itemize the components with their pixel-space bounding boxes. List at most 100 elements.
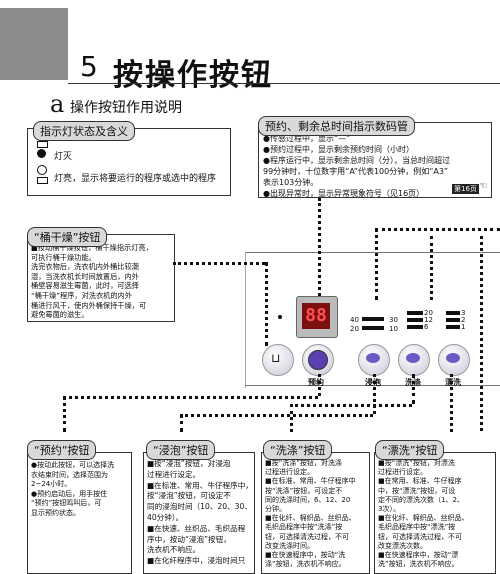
wash-bar — [407, 311, 423, 315]
rinse-line-12: 洗”按钮，洗衣机不响应。 — [378, 560, 459, 569]
tub-dry-title: “桶干燥”按钮 — [27, 227, 108, 247]
soak-button[interactable] — [358, 344, 390, 376]
connector-line — [430, 236, 433, 300]
reserve-line-5: “预约”按钮鸣叫后，可 — [31, 499, 102, 507]
rinse-bar — [446, 318, 460, 322]
wash-num-20: 20 — [424, 309, 433, 317]
dry-line-1: ■按动桶干燥按钮，桶干燥指示灯亮， — [31, 243, 153, 252]
timer-line-4: 99分钟时，十位数字用“A”代表100分钟，例如“A3” — [263, 167, 449, 176]
wash-line-12: 涤”按钮，洗衣机不响应。 — [265, 560, 346, 569]
dry-line-5: 桶壁容易滋生霉菌，此时，可选择 — [31, 281, 139, 291]
section-title: 按操作按钮 — [113, 58, 273, 93]
reserve-button[interactable] — [302, 344, 334, 376]
wash-icon — [406, 353, 420, 363]
soak-title: “浸泡”按钮 — [146, 440, 216, 460]
dry-line-4: 湿，当洗衣机长时间放置后，内外 — [31, 271, 139, 281]
connector-line — [173, 262, 265, 265]
wash-num-12: 12 — [424, 316, 433, 324]
section-number: 5 — [80, 50, 98, 83]
reserve-line-1: ●按动此按钮，可以选择洗 — [31, 461, 115, 469]
timer-line-2: ●预约过程中，显示剩余预约时间（小时） — [263, 145, 414, 154]
soak-line-3: ■在标准、常用、牛仔程序中， — [147, 480, 253, 490]
hand-pointer-icon: ☜ — [479, 181, 488, 192]
wash-line-8: 毛织品程序中按“洗涤”按 — [265, 523, 343, 532]
dry-line-8: 避免霉菌的滋生。 — [31, 310, 89, 320]
soak-line-5: 同的浸泡时间（10、20、30、 — [147, 502, 252, 512]
soak-line-4: 按“浸泡”按钮，可设定不 — [147, 491, 231, 501]
connector-line — [318, 198, 321, 296]
rinse-num-1: 1 — [461, 323, 466, 331]
indicator-on-label: 灯亮，显示将要运行的程序或选中的程序 — [54, 174, 217, 184]
rinse-line-3: ■在常用、标准、牛仔程序 — [378, 477, 462, 486]
level-30: 30 — [389, 316, 398, 324]
rinse-bar — [446, 311, 460, 315]
reserve-title: “预约”按钮 — [27, 440, 97, 460]
tub-dry-button[interactable]: ⊔ — [262, 344, 294, 376]
connector-line — [318, 374, 321, 396]
subsection-title: 操作按钮作用说明 — [70, 100, 182, 116]
subsection-letter: a — [50, 90, 65, 118]
soak-panel: ■按“浸泡”按钮，对浸泡 过程进行设定。 ■在标准、常用、牛仔程序中， 按“浸泡… — [143, 452, 255, 574]
digit-readout: 88 — [302, 303, 330, 329]
rinse-title: “漂洗”按钮 — [375, 440, 445, 460]
control-panel-bottom-line — [245, 385, 500, 386]
rinse-icon — [446, 353, 460, 363]
soak-line-6: 40分钟）。 — [147, 512, 184, 522]
timer-line-5: 表示103分钟。 — [263, 178, 319, 187]
rinse-num-2: 2 — [461, 316, 466, 324]
rinse-line-7: ■在化纤、棉织品、丝织品、 — [378, 514, 469, 523]
connector-line — [480, 236, 483, 431]
tub-dry-icon: ⊔ — [271, 351, 281, 365]
connector-line — [290, 404, 293, 432]
clock-icon — [308, 350, 328, 370]
wash-line-10: 改变洗涤时间。 — [265, 541, 314, 550]
dry-line-7: 桶进行风干，使内外桶保持干燥，可 — [31, 300, 147, 310]
rinse-line-6: 3次）。 — [378, 505, 400, 514]
header-decoration-block — [0, 8, 68, 80]
dry-line-3: 洗完衣物后，洗衣机内外桶比较潮 — [31, 262, 139, 272]
level-bar — [362, 317, 384, 321]
rinse-button[interactable] — [438, 344, 470, 376]
wash-title: “洗涤”按钮 — [263, 440, 333, 460]
tub-dry-panel: ■按动桶干燥按钮，桶干燥指示灯亮， 可执行桶干燥功能。 洗完衣物后，洗衣机内外桶… — [27, 234, 175, 322]
title-underline — [68, 83, 500, 84]
rinse-num-3: 3 — [461, 309, 466, 317]
wash-line-5: 同的洗涤时间，6、12、20 — [265, 495, 351, 504]
rinse-button-label: 漂洗 — [445, 378, 461, 387]
level-20: 20 — [350, 325, 359, 333]
connector-line — [290, 404, 412, 407]
indicator-legend-title: 指示灯状态及含义 — [33, 121, 135, 141]
rinse-line-11: ■在快速程序中，按动“漂 — [378, 551, 459, 560]
wash-bar — [407, 325, 423, 329]
wash-line-4: 按“洗涤”按钮，可设定不 — [265, 486, 343, 495]
rinse-line-5: 定不同的漂洗次数（1、2、 — [378, 495, 464, 504]
rinse-line-10: 改变漂洗次数。 — [378, 541, 427, 550]
wash-line-9: 钮，可选择清洗过程，不可 — [265, 532, 349, 541]
reserve-line-3: 2~24小时。 — [31, 480, 72, 488]
reserve-line-2: 衣结束时间，选择范围为 — [31, 470, 108, 479]
connector-line — [63, 396, 318, 399]
soak-line-2: 过程进行设定。 — [147, 469, 201, 479]
soak-icon — [366, 353, 380, 363]
wash-button[interactable] — [398, 344, 430, 376]
soak-line-9: 洗衣机不响应。 — [147, 545, 201, 555]
wash-line-7: ■在化纤、棉织品、丝织品、 — [265, 514, 356, 523]
reserve-panel: ●按动此按钮，可以选择洗 衣结束时间，选择范围为 2~24小时。 ●预约启动后，… — [27, 452, 132, 574]
wash-line-3: ■在标准、常用、牛仔程序中 — [265, 477, 356, 486]
timer-display-title: 预约、剩余总时间指示数码管 — [258, 116, 415, 136]
wash-line-1: ■按“洗涤”按钮，对洗涤 — [265, 459, 342, 467]
soak-line-7: ■在快速、丝织品、毛织品程 — [147, 523, 246, 533]
connector-line — [375, 228, 500, 231]
timer-line-1: ●传感过程中，显示“—” — [263, 134, 351, 143]
connector-line — [373, 374, 376, 414]
reserve-line-6: 显示预约状态。 — [31, 508, 80, 517]
soak-line-10: ■在化纤程序中，浸泡时间只 — [147, 556, 246, 566]
reserve-line-4: ●预约启动后，用手按住 — [31, 489, 108, 498]
indicator-on-icon — [37, 165, 47, 175]
reserve-button-label: 预约 — [308, 378, 324, 387]
rinse-line-9: 钮，可选择清洗过程，不可 — [378, 532, 462, 541]
dry-line-6: “桶干燥”程序，对洗衣机的内外 — [31, 290, 132, 300]
digit-display: 88 — [296, 296, 338, 338]
wash-line-2: 过程进行设定。 — [265, 468, 314, 477]
rinse-line-4: 中，按“漂洗”按钮，可设 — [378, 486, 456, 495]
